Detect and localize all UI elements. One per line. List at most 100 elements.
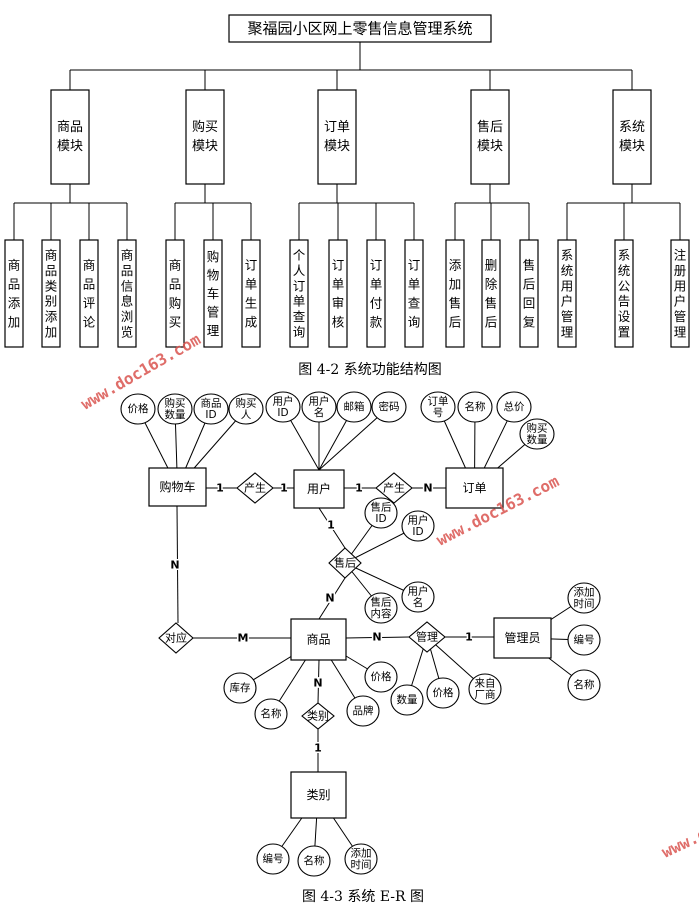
cardinality-label: 1 (280, 482, 288, 495)
function-structure-chart: 聚福园小区网上零售信息管理系统商品模块商品添加商品类别添加商品评论商品信息浏览购… (4, 14, 690, 378)
submodule-label-char: 商 (169, 258, 182, 273)
attribute-ellipse-admin (567, 669, 601, 701)
submodule-label-char: 理 (561, 324, 574, 339)
submodule-label-char: 回 (523, 296, 536, 311)
submodule-box (4, 239, 24, 348)
submodule-box (117, 239, 137, 348)
attribute-label-order: 号 (433, 407, 444, 419)
submodule-box (328, 239, 348, 348)
cardinality-label: N (372, 631, 381, 644)
submodule-label-char: 加 (45, 324, 58, 339)
submodule-label-char: 订 (245, 258, 258, 273)
entity-label-user: 用户 (307, 481, 331, 496)
entity-box-order (445, 467, 504, 509)
entity-label-category: 类别 (306, 788, 330, 802)
submodule-label-char: 查 (293, 309, 306, 324)
module-label: 模块 (477, 139, 503, 154)
entity-box-category (290, 771, 347, 819)
submodule-label-char: 添 (45, 309, 58, 324)
submodule-box (481, 239, 501, 348)
submodule-label-char: 商 (83, 258, 96, 273)
submodule-label-char: 加 (449, 277, 462, 292)
submodule-label-char: 信 (121, 278, 134, 293)
submodule-label-char: 询 (408, 315, 421, 330)
entity-label-cart: 购物车 (159, 479, 195, 494)
cardinality-label: 1 (314, 742, 322, 755)
submodule-label-char: 物 (207, 268, 220, 283)
submodule-label-char: 览 (121, 324, 134, 339)
submodule-box (289, 239, 309, 348)
submodule-label-char: 户 (674, 294, 687, 309)
system-title: 聚福园小区网上零售信息管理系统 (247, 20, 472, 38)
submodule-label-char: 个 (293, 248, 306, 263)
submodule-box (366, 239, 386, 348)
cardinality-label: 1 (327, 519, 335, 532)
attribute-label-user: 用户 (273, 394, 294, 407)
cardinality-label: N (313, 677, 322, 690)
submodule-label-char: 添 (8, 296, 21, 311)
attribute-label-manage: 数量 (397, 693, 418, 706)
submodule-label-char: 品 (83, 277, 96, 292)
attribute-ellipse-cart (120, 393, 156, 425)
submodule-label-char: 订 (408, 258, 421, 273)
attribute-label-order: 数量 (527, 433, 548, 446)
attribute-ellipse-product (364, 661, 398, 693)
submodule-label-char: 后 (449, 315, 462, 330)
submodule-label-char: 询 (293, 324, 306, 339)
submodule-label-char: 品 (169, 277, 182, 292)
attribute-label-order: 总价 (504, 400, 525, 413)
attribute-ellipse-cart (228, 393, 264, 425)
submodule-label-char: 别 (45, 294, 58, 309)
cardinality-label: 1 (355, 482, 363, 495)
submodule-box (203, 239, 223, 348)
figure-caption: 图 4-3 系统 E-R 图 (302, 889, 424, 905)
relationship-label-produce2: 产生 (383, 481, 405, 495)
submodule-label-char: 人 (293, 263, 306, 278)
submodule-label-char: 商 (8, 258, 21, 273)
submodule-label-char: 单 (370, 277, 383, 292)
submodule-label-char: 理 (207, 323, 220, 338)
attribute-label-product: 名称 (261, 707, 282, 720)
attribute-label-category: 添加 (351, 846, 372, 859)
relationship-diamond-correspond (158, 622, 194, 654)
submodule-label-char: 册 (674, 263, 687, 278)
attribute-label-cart: ID (205, 409, 216, 421)
submodule-label-char: 单 (245, 277, 258, 292)
submodule-label-char: 浏 (121, 309, 134, 324)
submodule-label-char: 核 (332, 315, 345, 330)
submodule-box (519, 239, 539, 348)
attribute-label-manage: 价格 (433, 686, 454, 699)
module-box (185, 89, 225, 185)
submodule-label-char: 品 (8, 277, 21, 292)
module-label: 模块 (324, 139, 350, 154)
attribute-label-category: 时间 (351, 858, 372, 871)
submodule-box (241, 239, 261, 348)
attribute-label-category: 编号 (263, 852, 284, 865)
attribute-ellipse-category (256, 843, 290, 875)
attribute-ellipse-aftersale (364, 592, 398, 624)
submodule-label-char: 息 (121, 294, 134, 309)
submodule-label-char: 后 (485, 315, 498, 330)
submodule-label-char: 公 (618, 278, 631, 293)
submodule-label-char: 付 (370, 296, 383, 311)
attribute-ellipse-user (301, 391, 337, 423)
attribute-label-admin: 添加 (574, 585, 595, 598)
attribute-label-product: 价格 (371, 670, 392, 683)
attribute-ellipse-user (371, 391, 407, 423)
connector-line (318, 577, 346, 620)
submodule-label-char: 成 (245, 315, 258, 330)
attribute-ellipse-product (223, 672, 257, 704)
attribute-label-manage: 来自 (475, 676, 496, 689)
attribute-label-admin: 名称 (574, 678, 595, 691)
submodule-label-char: 添 (449, 258, 462, 273)
module-box (470, 89, 510, 185)
submodule-label-char: 售 (449, 296, 462, 311)
submodule-label-char: 买 (169, 315, 182, 330)
relationship-label-category_rel: 类别 (307, 709, 329, 723)
attribute-label-product: 品牌 (353, 704, 374, 717)
attribute-ellipse-category (344, 843, 378, 875)
attribute-ellipse-order (496, 391, 532, 423)
relationship-diamond-manage (408, 621, 446, 653)
attribute-ellipse-aftersale (364, 497, 398, 529)
attribute-label-aftersale: 用户 (408, 513, 429, 526)
